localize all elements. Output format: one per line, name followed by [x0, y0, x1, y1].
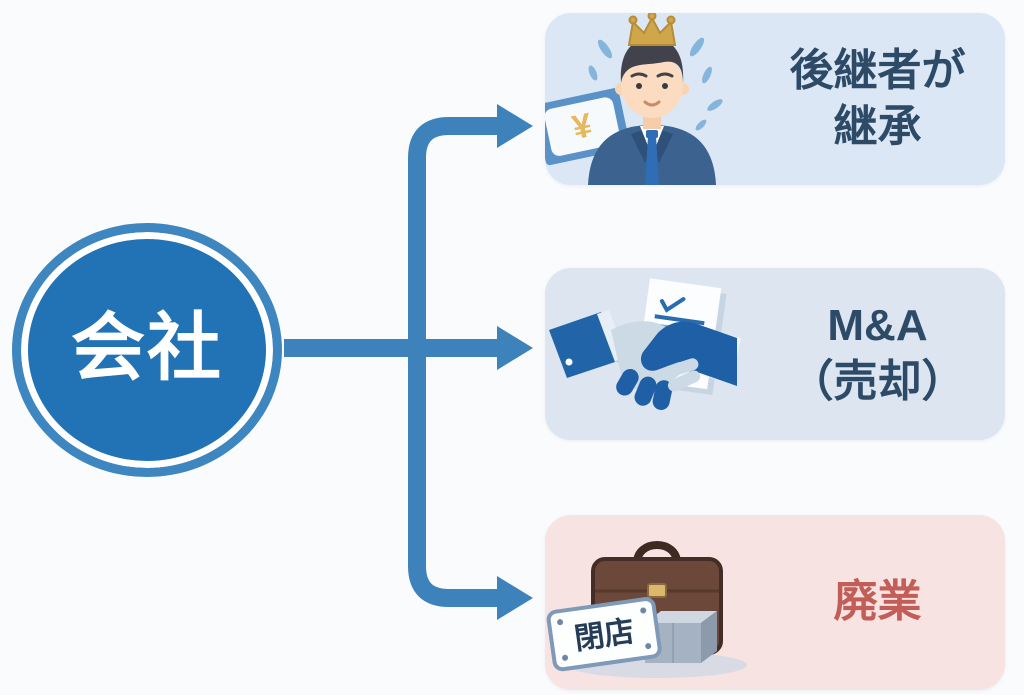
- briefcase-closed-sign-illustration: 閉店: [545, 515, 760, 690]
- successor-icon: ¥: [545, 13, 723, 185]
- card-label-ma: M&A （売却）: [760, 298, 1005, 411]
- handshake-icon: [549, 278, 741, 410]
- arrow-bottom-line: [408, 348, 499, 607]
- arrow-top-line: [408, 117, 499, 348]
- arrowhead-middle: [497, 326, 533, 370]
- option-card-succession: ¥: [545, 13, 1005, 185]
- card-label-line2: （売却）: [789, 357, 966, 406]
- card-label-line1: 後継者が: [789, 45, 966, 95]
- briefcase-icon: 閉店: [546, 541, 747, 678]
- card-label-succession: 後継者が 継承: [760, 43, 1005, 156]
- successor-with-crown-illustration: ¥: [545, 13, 760, 185]
- company-node: 会社: [12, 223, 282, 477]
- arrowhead-top: [497, 104, 533, 148]
- splash-droplets-icon: [588, 37, 723, 131]
- arrowhead-bottom: [497, 576, 533, 620]
- crown-icon: [627, 13, 677, 46]
- dark-hand-icon: [640, 321, 737, 386]
- card-label-closure: 廃業: [760, 574, 1005, 630]
- card-label-line1: 廃業: [833, 577, 922, 627]
- handshake-document-illustration: [545, 268, 760, 440]
- option-card-closure: 閉店 廃業: [545, 515, 1005, 690]
- option-card-ma: M&A （売却）: [545, 268, 1005, 440]
- businessman-icon: [588, 38, 716, 185]
- card-label-line1: M&A: [827, 300, 928, 350]
- closed-sign-icon: 閉店: [546, 597, 662, 672]
- company-label: 会社: [71, 306, 223, 389]
- card-label-line2: 継承: [833, 102, 922, 151]
